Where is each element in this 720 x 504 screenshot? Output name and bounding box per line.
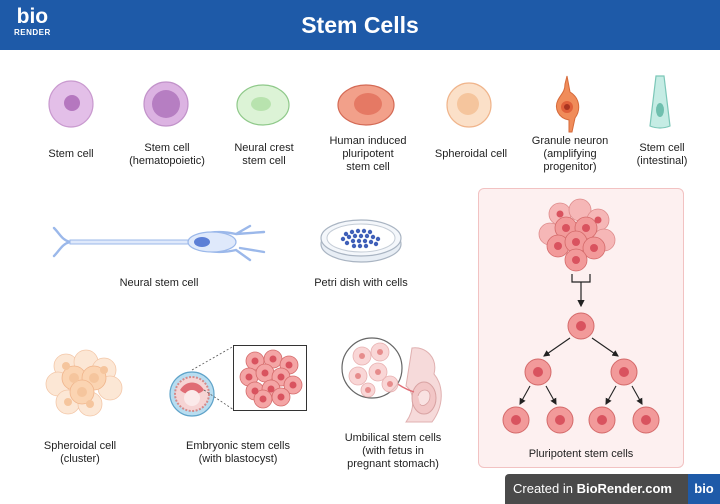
created-in-badge[interactable]: Created in BioRender.com bio bbox=[505, 474, 720, 504]
neural-stem-cell-icon bbox=[52, 224, 266, 262]
footer-logo: bio bbox=[688, 474, 720, 504]
stem-cell-icon bbox=[48, 80, 94, 128]
logo-subtext: RENDER bbox=[14, 28, 51, 37]
label-granule-neuron: Granule neuron (amplifying progenitor) bbox=[531, 135, 609, 173]
footer-brand: BioRender.com bbox=[576, 481, 672, 496]
intestinal-stem-cell-icon bbox=[649, 75, 671, 129]
footer-prefix: Created in bbox=[513, 481, 577, 496]
label-stem-cell: Stem cell bbox=[48, 148, 94, 160]
spheroidal-cell-icon bbox=[446, 82, 492, 128]
label-pluripotent: Pluripotent stem cells bbox=[528, 448, 634, 460]
label-neural-crest: Neural crest stem cell bbox=[234, 142, 294, 167]
embryonic-stem-cells-icon bbox=[233, 345, 307, 411]
zoom-lines bbox=[191, 345, 235, 411]
lineage-tree bbox=[502, 274, 660, 434]
umbilical-stem-cells-icon bbox=[341, 337, 442, 423]
label-intestinal: Stem cell (intestinal) bbox=[636, 142, 688, 167]
petri-dish-icon bbox=[320, 219, 402, 263]
label-umbilical: Umbilical stem cells (with fetus in preg… bbox=[344, 432, 442, 470]
human-induced-pluripotent-stem-cell-icon bbox=[337, 84, 395, 126]
footer-text: Created in BioRender.com bbox=[513, 474, 672, 504]
page-title: Stem Cells bbox=[301, 12, 419, 38]
logo-text: bio bbox=[16, 5, 49, 28]
label-neural-stem-cell: Neural stem cell bbox=[119, 277, 199, 289]
label-spheroidal: Spheroidal cell bbox=[434, 148, 508, 160]
neural-crest-stem-cell-icon bbox=[236, 84, 290, 126]
label-embryonic: Embryonic stem cells (with blastocyst) bbox=[186, 440, 290, 465]
pluripotent-cluster-icon bbox=[538, 198, 616, 272]
biorender-logo[interactable]: bio RENDER bbox=[14, 6, 51, 37]
blastocyst-icon bbox=[169, 371, 215, 417]
header-bar: bio RENDER Stem Cells bbox=[0, 0, 720, 50]
granule-neuron-icon bbox=[555, 75, 580, 133]
label-human-induced: Human induced pluripotent stem cell bbox=[329, 135, 407, 173]
spheroidal-cluster-icon bbox=[45, 349, 123, 417]
hematopoietic-stem-cell-icon bbox=[143, 81, 189, 127]
label-petri-dish: Petri dish with cells bbox=[314, 277, 408, 289]
label-hematopoietic: Stem cell (hematopoietic) bbox=[129, 142, 205, 167]
label-spheroidal-cluster: Spheroidal cell (cluster) bbox=[43, 440, 117, 465]
